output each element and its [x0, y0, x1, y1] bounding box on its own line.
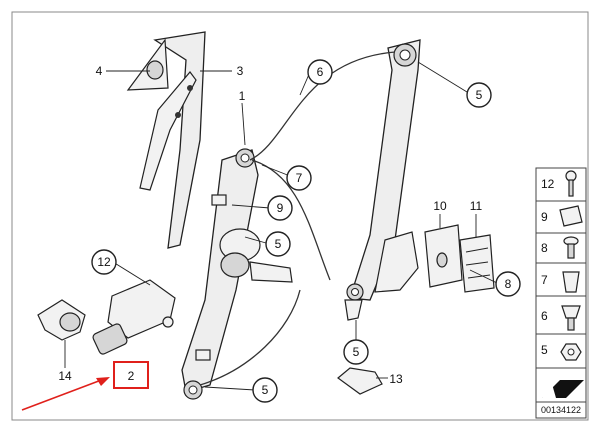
callout-5c: 5	[252, 377, 278, 403]
callout-7-label: 7	[296, 171, 303, 185]
part-11-panel	[459, 234, 495, 293]
clip-icon	[559, 205, 583, 227]
callout-6: 6	[307, 59, 333, 85]
callout-9: 9	[267, 195, 293, 221]
diagram-frame	[11, 11, 589, 421]
callout-5b: 5	[265, 231, 291, 257]
legend-item-6: 6	[541, 309, 548, 323]
hex-nut-icon	[560, 343, 582, 361]
fastener-legend: 12 9 8 7 6 5 001	[535, 167, 587, 419]
screw-icon	[565, 170, 577, 197]
callout-8: 8	[495, 271, 521, 297]
callout-5d-label: 5	[353, 345, 360, 359]
callout-11: 11	[470, 199, 483, 213]
legend-item-8: 8	[541, 241, 548, 255]
callout-5a-label: 5	[476, 88, 483, 102]
direction-arrow-icon	[542, 380, 584, 398]
callout-7: 7	[286, 165, 312, 191]
callout-10: 10	[433, 199, 447, 213]
expanding-rivet-icon	[561, 305, 581, 331]
callout-13-label: 13	[389, 372, 403, 386]
part-mirror-cover	[126, 38, 169, 91]
callout-1: 1	[239, 89, 246, 103]
leader-lines	[64, 61, 498, 391]
callout-5a: 5	[466, 82, 492, 108]
red-arrow	[21, 377, 110, 411]
callout-14-label: 14	[58, 369, 72, 383]
part-regulator-left	[181, 148, 259, 400]
callout-5d: 5	[343, 339, 369, 365]
legend-item-7: 7	[541, 273, 548, 287]
callout-5c-label: 5	[262, 383, 269, 397]
callout-8-label: 8	[505, 277, 512, 291]
document-number: 00134122	[541, 405, 581, 415]
callout-6-label: 6	[317, 65, 324, 79]
callout-11-label: 11	[470, 199, 483, 213]
part-window-trim	[139, 31, 206, 249]
callout-9-label: 9	[277, 201, 284, 215]
spring-clip-icon	[562, 271, 580, 293]
part-14-clip	[37, 299, 86, 341]
callout-12-label: 12	[97, 255, 111, 269]
part-13-bracket	[337, 367, 383, 395]
callout-4-label: 4	[96, 64, 103, 78]
callout-2-highlight: 2	[113, 361, 149, 389]
part-regulator-right	[344, 39, 421, 321]
callout-4: 4	[96, 64, 103, 78]
callout-3: 3	[237, 64, 244, 78]
callout-13: 13	[389, 372, 403, 386]
part-10-panel	[424, 224, 463, 288]
callout-5b-label: 5	[275, 237, 282, 251]
callout-12: 12	[91, 249, 117, 275]
bolt-icon	[563, 236, 579, 259]
part-window-motor	[92, 279, 176, 355]
callout-10-label: 10	[433, 199, 447, 213]
part-cable-drum	[219, 228, 293, 283]
legend-item-5: 5	[541, 343, 548, 357]
callout-1-label: 1	[239, 89, 246, 103]
legend-item-12: 12	[541, 177, 555, 191]
callout-3-label: 3	[237, 64, 244, 78]
legend-item-9: 9	[541, 210, 548, 224]
callout-2-label: 2	[128, 369, 135, 383]
callout-14: 14	[58, 369, 72, 383]
